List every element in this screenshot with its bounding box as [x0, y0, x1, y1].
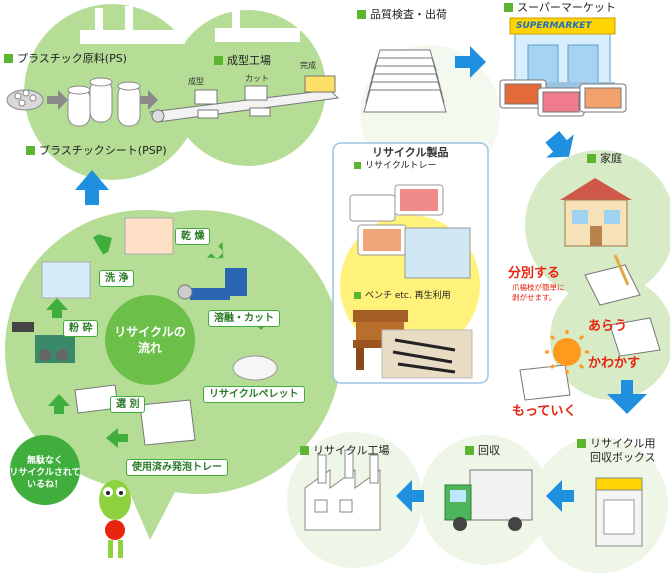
sheet-label: プラスチックシート(PSP)	[26, 144, 167, 157]
pellet-pile-icon	[6, 89, 44, 111]
molding-factory-label: 成型工場	[214, 54, 271, 67]
recycled-products-panel	[332, 142, 489, 384]
factory-icon	[80, 2, 300, 44]
sort-label: 選 別	[110, 396, 146, 413]
raw-material-label: プラスチック原料(PS)	[4, 52, 127, 65]
recycle-flow-items	[12, 217, 278, 446]
pickup-label: 回収	[465, 444, 500, 457]
truck-icon	[444, 469, 533, 531]
supermarket-label: スーパーマーケット	[504, 1, 616, 14]
sheet-roll-icon	[67, 77, 141, 127]
home-label: 家庭	[587, 152, 622, 165]
recycle-box-label: リサイクル用 回収ボックス	[577, 437, 656, 465]
recycle-flow-center-label: リサイクルの 流れ	[114, 325, 186, 355]
bench-label: ベンチ etc. 再生利用	[354, 290, 451, 303]
inspection-label: 品質検査・出荷	[357, 8, 447, 21]
step-done-label: 完成	[300, 61, 316, 70]
supermarket-icon	[505, 17, 616, 88]
bring-label: もっていく	[512, 404, 577, 419]
melt-cut-label: 溶融・カット	[208, 310, 280, 327]
recycled-products-title: リサイクル製品	[368, 144, 453, 160]
molding-line-icon	[149, 75, 340, 123]
separate-note: 爪楊枝が簡単に 剥がせます。	[512, 283, 565, 302]
dry-label: かわかす	[588, 356, 641, 371]
wash-step-label: 洗 浄	[99, 270, 135, 287]
pellet-label: リサイクルペレット	[203, 386, 305, 403]
recycle-factory-label: リサイクル工場	[300, 444, 389, 457]
step-molding-label: 成型	[188, 77, 204, 86]
collection-box-icon	[595, 477, 643, 547]
step-cut-label: カット	[245, 74, 269, 83]
dry-step-label: 乾 燥	[175, 228, 211, 245]
store-sign: SUPERMARKET	[516, 21, 592, 31]
food-trays-icon	[499, 79, 627, 117]
mascot-speech-bubble: 無駄なく リサイクルされて いるね！	[9, 456, 81, 490]
stacked-trays-icon	[363, 49, 447, 113]
crush-label: 粉 砕	[63, 320, 99, 337]
sun-icon	[545, 330, 589, 374]
flow-arrows	[75, 46, 647, 512]
process-arrows	[47, 90, 158, 110]
separate-label: 分別する	[508, 266, 561, 281]
house-icon	[560, 178, 632, 247]
mascot-icon	[10, 435, 131, 558]
recycle-factory-icon	[304, 449, 381, 531]
washing-trays-icon	[519, 254, 661, 401]
used-tray-label: 使用済み発泡トレー	[126, 459, 228, 476]
recycled-tray-label: リサイクルトレー	[354, 160, 437, 173]
wash-label: あらう	[588, 319, 628, 334]
